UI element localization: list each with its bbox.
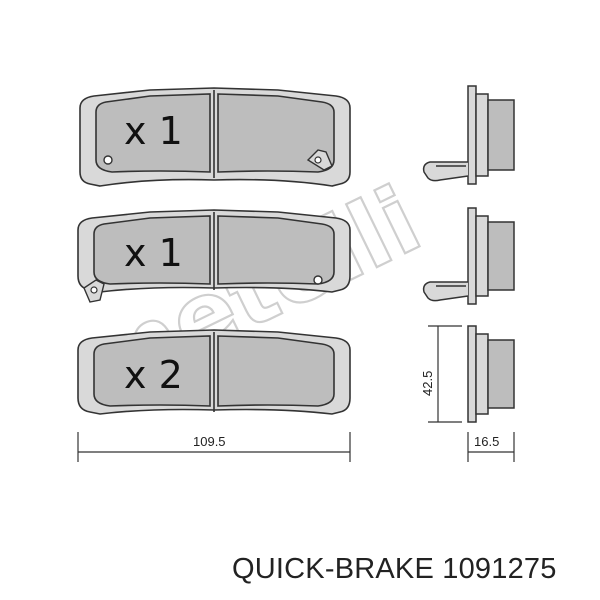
thickness-dimension	[467, 432, 515, 462]
brake-pad-top: x 1	[79, 87, 351, 187]
pad-friction-block	[93, 215, 335, 285]
height-dimension-value: 42.5	[420, 371, 435, 396]
pad-mount-hole	[103, 155, 113, 165]
width-dimension-value: 109.5	[193, 434, 226, 449]
pad-quantity-label: x 1	[124, 231, 183, 275]
width-dimension	[77, 432, 351, 462]
wear-indicator-clip	[83, 279, 105, 303]
pad-quantity-label: x 1	[124, 109, 183, 153]
side-view-middle	[422, 207, 515, 305]
height-dimension	[428, 325, 462, 423]
side-view-top	[422, 85, 515, 185]
side-view-bottom	[467, 325, 515, 423]
wear-indicator-clip	[306, 149, 333, 171]
brake-pad-middle: x 1	[77, 209, 351, 303]
brake-pad-bottom: x 2	[77, 329, 351, 415]
pad-quantity-label: x 2	[124, 353, 183, 397]
pad-friction-block	[95, 93, 335, 173]
pad-mount-hole	[313, 275, 323, 285]
thickness-dimension-value: 16.5	[474, 434, 499, 449]
part-caption: QUICK-BRAKE 1091275	[232, 553, 557, 585]
pad-friction-block	[93, 335, 335, 407]
